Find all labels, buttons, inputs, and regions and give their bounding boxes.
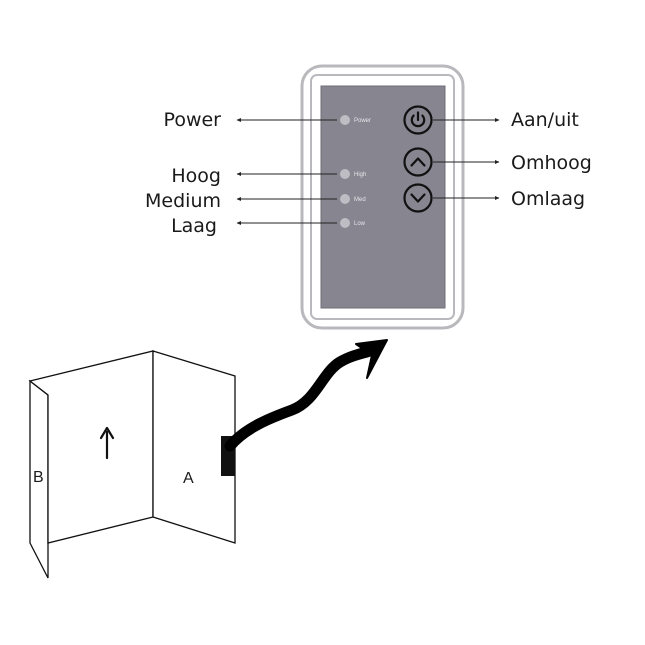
indicator-high: High <box>340 169 366 179</box>
panel-a-label: A <box>183 470 194 487</box>
up-button[interactable] <box>403 147 433 177</box>
callouts-right: Aan/uit Omhoog Omlaag <box>433 109 592 210</box>
indicator-low: Low <box>340 218 366 228</box>
panel-a <box>152 350 236 544</box>
indicator-label: High <box>354 172 366 178</box>
arrow-up-icon <box>99 426 115 460</box>
callouts-left: Power Hoog Medium Laag <box>145 109 337 237</box>
led-med-icon <box>340 194 350 204</box>
callout-hoog: Hoog <box>171 165 221 187</box>
led-high-icon <box>340 169 350 179</box>
panel-b-label: B <box>33 469 44 486</box>
indicator-med: Med <box>340 194 366 204</box>
callout-laag: Laag <box>171 215 217 237</box>
chevron-down-icon <box>410 193 426 203</box>
callout-power: Power <box>164 109 222 131</box>
indicator-label: Power <box>354 118 371 124</box>
led-low-icon <box>340 218 350 228</box>
remote-control: Power High Med Low <box>300 64 465 330</box>
power-button[interactable] <box>403 105 433 135</box>
indicator-label: Med <box>354 197 366 203</box>
indicator-power: Power <box>340 115 371 125</box>
callout-aan-uit: Aan/uit <box>511 109 579 131</box>
connection-arrow-icon <box>224 339 388 452</box>
indicator-label: Low <box>354 221 366 227</box>
power-icon <box>410 111 426 128</box>
led-power-icon <box>340 115 350 125</box>
down-button[interactable] <box>403 183 433 213</box>
callout-medium: Medium <box>145 190 221 212</box>
chevron-up-icon <box>410 157 426 167</box>
callout-omlaag: Omlaag <box>511 188 585 210</box>
folding-heater: B A <box>28 350 236 579</box>
callout-omhoog: Omhoog <box>511 152 592 174</box>
panel-left-front <box>28 350 154 544</box>
